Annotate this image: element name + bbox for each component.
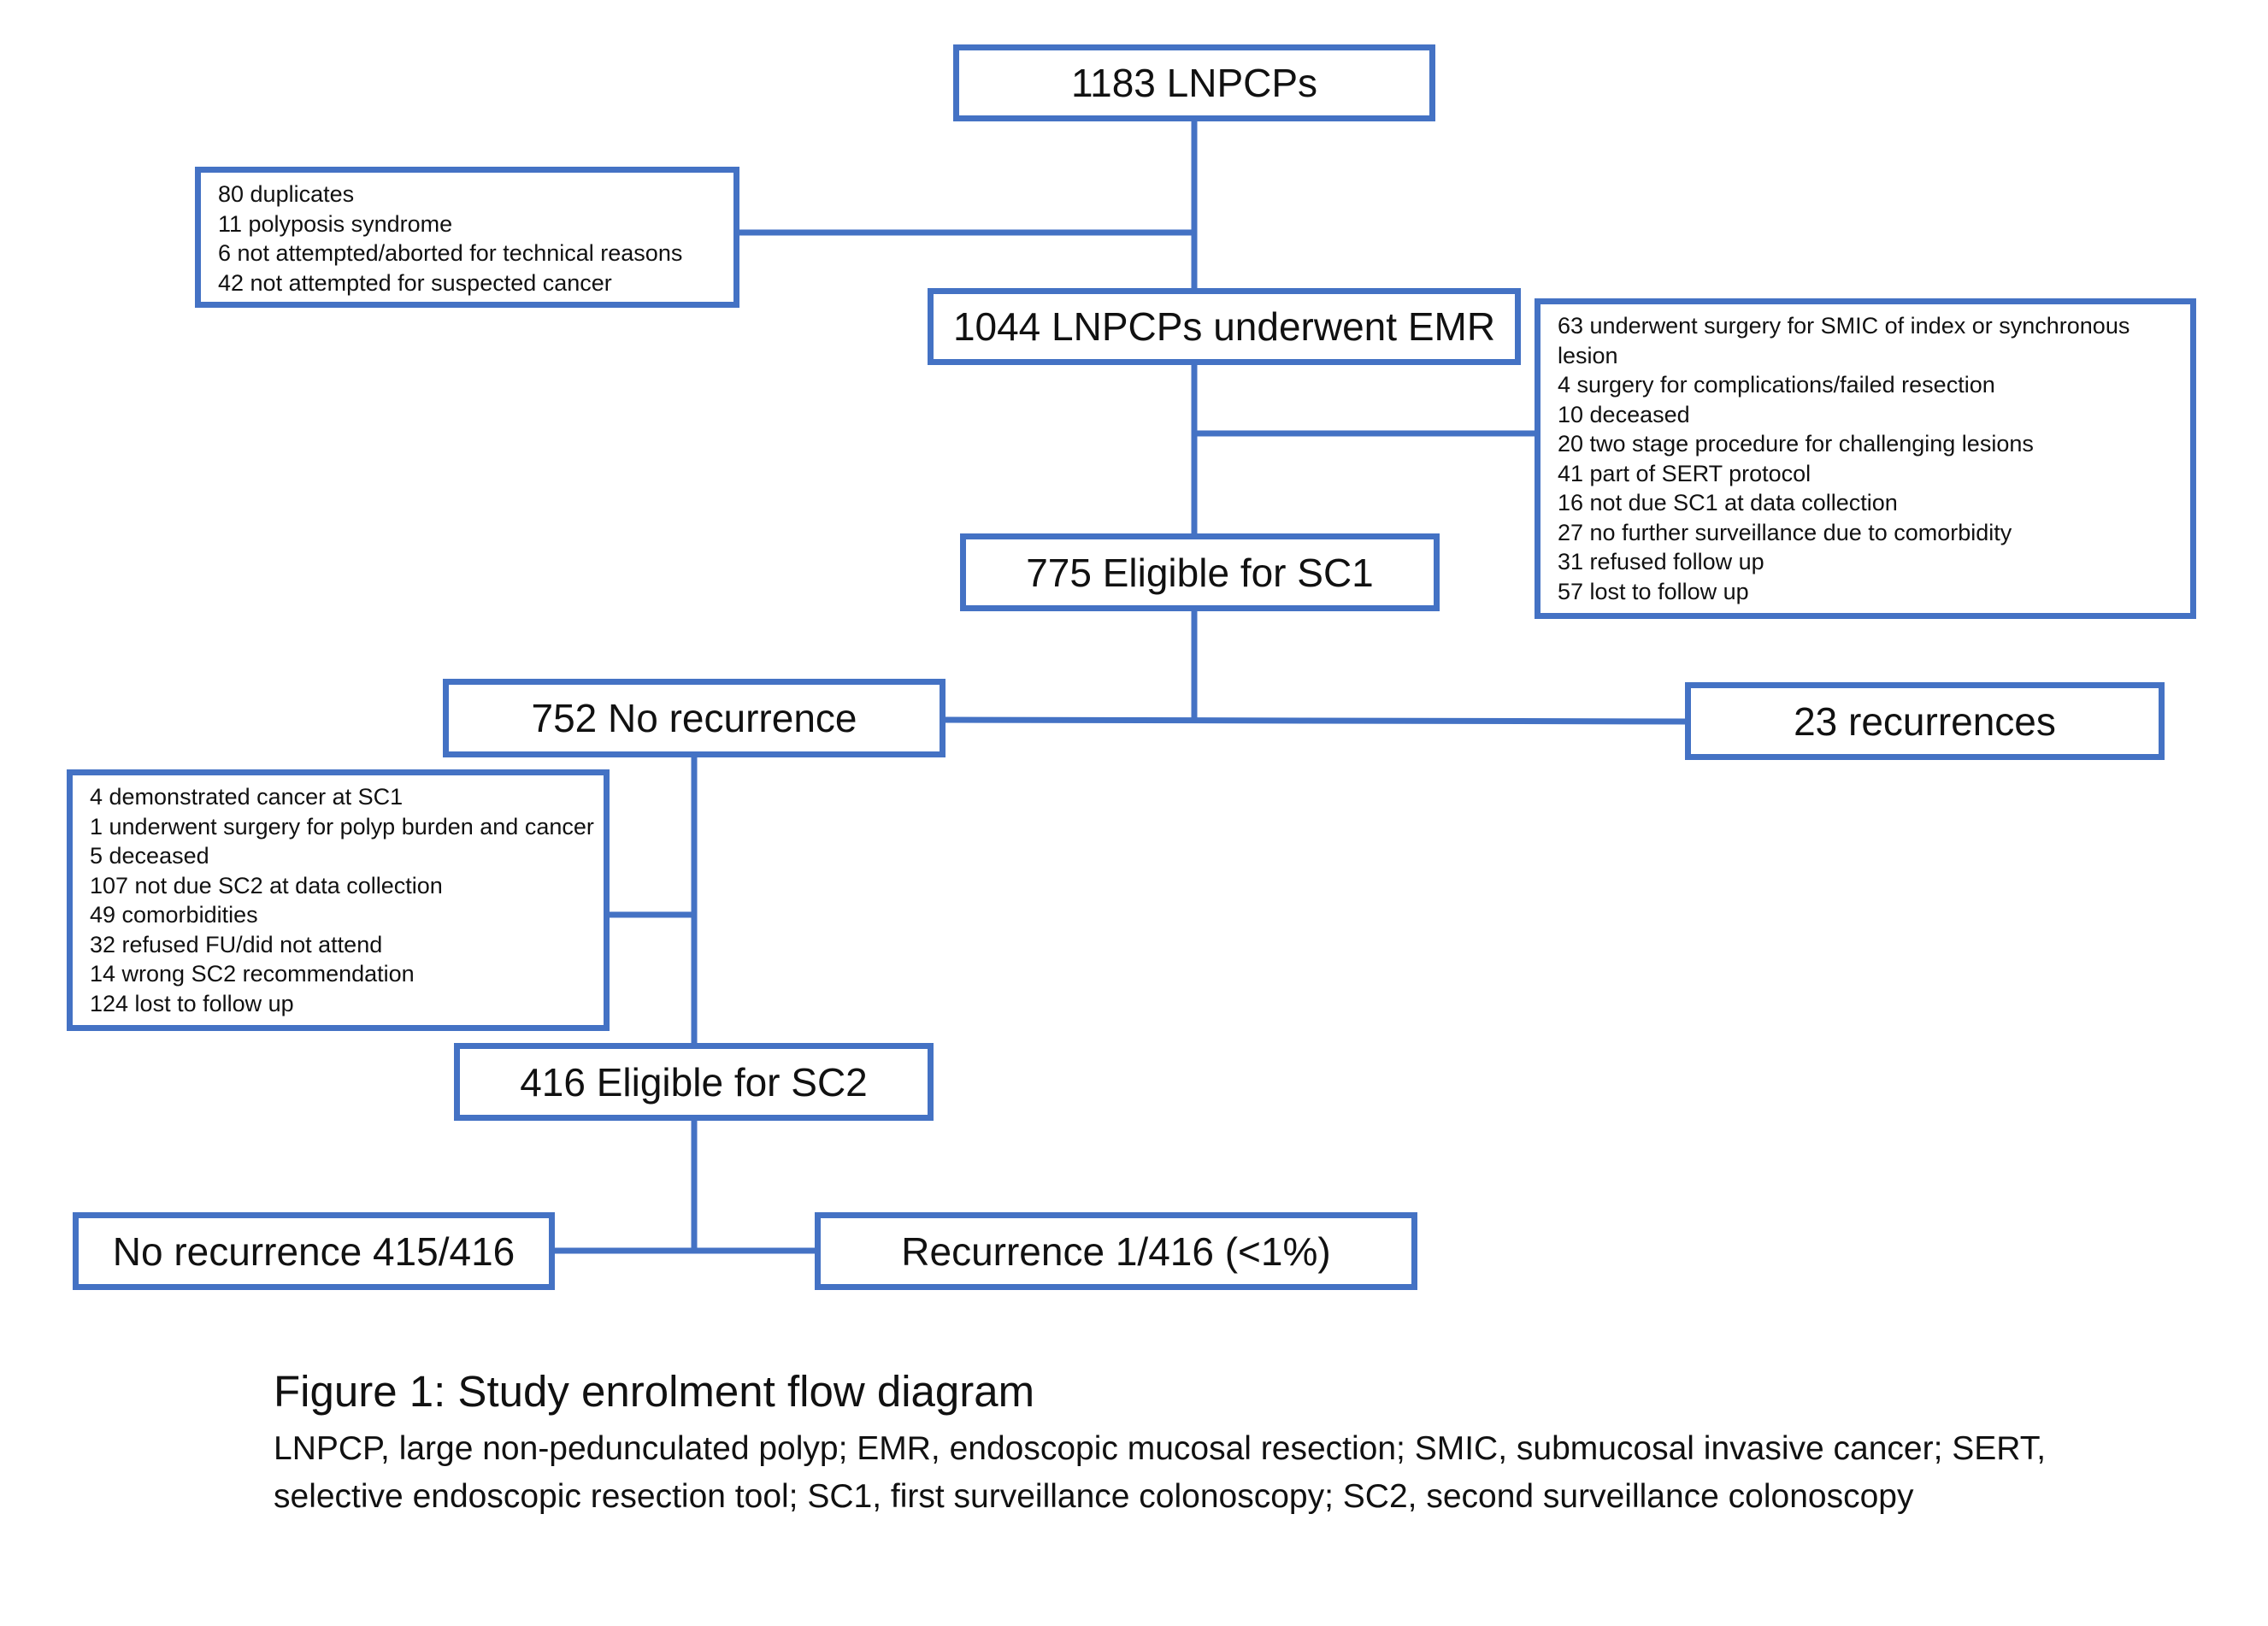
exclusion-item: 32 refused FU/did not attend bbox=[90, 931, 383, 957]
exclusion-item: 11 polyposis syndrome bbox=[218, 210, 453, 237]
exclusion-item: 124 lost to follow up bbox=[90, 990, 294, 1016]
exclusion-box-2: 63 underwent surgery for SMIC of index o… bbox=[1535, 298, 2196, 619]
no-recurrence-sc2-box: No recurrence 415/416 bbox=[73, 1212, 555, 1290]
exclusion-item: 4 surgery for complications/failed resec… bbox=[1558, 372, 1995, 398]
exclusion-item: 20 two stage procedure for challenging l… bbox=[1558, 431, 2034, 457]
exclusion-item: 57 lost to follow up bbox=[1558, 578, 1749, 604]
exclusion-item: 16 not due SC1 at data collection bbox=[1558, 490, 1898, 515]
exclusion-item: 42 not attempted for suspected cancer bbox=[218, 269, 612, 296]
exclusion-item: 6 not attempted/aborted for technical re… bbox=[218, 240, 683, 266]
exclusion-item: 49 comorbidities bbox=[90, 902, 258, 928]
exclusion-item: 14 wrong SC2 recommendation bbox=[90, 961, 415, 987]
exclusion-item: 63 underwent surgery for SMIC of index o… bbox=[1558, 313, 2130, 339]
exclusion-item: 31 refused follow up bbox=[1558, 549, 1764, 574]
caption-title: Figure 1: Study enrolment flow diagram bbox=[274, 1367, 1035, 1416]
no-recurrence-sc1-box: 752 No recurrence bbox=[443, 679, 945, 757]
exclusion-item: 27 no further surveillance due to comorb… bbox=[1558, 519, 2012, 545]
exclusion-item: 4 demonstrated cancer at SC1 bbox=[90, 784, 404, 810]
total-lnpcps-box: 1183 LNPCPs bbox=[953, 44, 1435, 121]
recurrences-sc1-box: 23 recurrences bbox=[1685, 682, 2165, 760]
connector-sc1-split bbox=[941, 716, 1689, 725]
figure-caption: Figure 1: Study enrolment flow diagram L… bbox=[274, 1366, 2154, 1521]
exclusion-item: 10 deceased bbox=[1558, 401, 1690, 427]
exclusion-item: 1 underwent surgery for polyp burden and… bbox=[90, 813, 594, 840]
exclusion-item: 80 duplicates bbox=[218, 181, 355, 207]
exclusion-box-1: 80 duplicates 11 polyposis syndrome 6 no… bbox=[195, 167, 739, 308]
exclusion-item: 5 deceased bbox=[90, 843, 209, 869]
exclusion-item: 107 not due SC2 at data collection bbox=[90, 872, 443, 898]
caption-body: LNPCP, large non-pedunculated polyp; EMR… bbox=[274, 1430, 2047, 1515]
exclusion-item: lesion bbox=[1558, 342, 1618, 368]
exclusion-item: 41 part of SERT protocol bbox=[1558, 460, 1811, 486]
exclusion-box-3: 4 demonstrated cancer at SC1 1 underwent… bbox=[67, 769, 610, 1031]
eligible-sc2-box: 416 Eligible for SC2 bbox=[454, 1043, 934, 1121]
underwent-emr-box: 1044 LNPCPs underwent EMR bbox=[928, 288, 1521, 365]
eligible-sc1-box: 775 Eligible for SC1 bbox=[960, 533, 1440, 611]
recurrence-sc2-box: Recurrence 1/416 (<1%) bbox=[815, 1212, 1417, 1290]
